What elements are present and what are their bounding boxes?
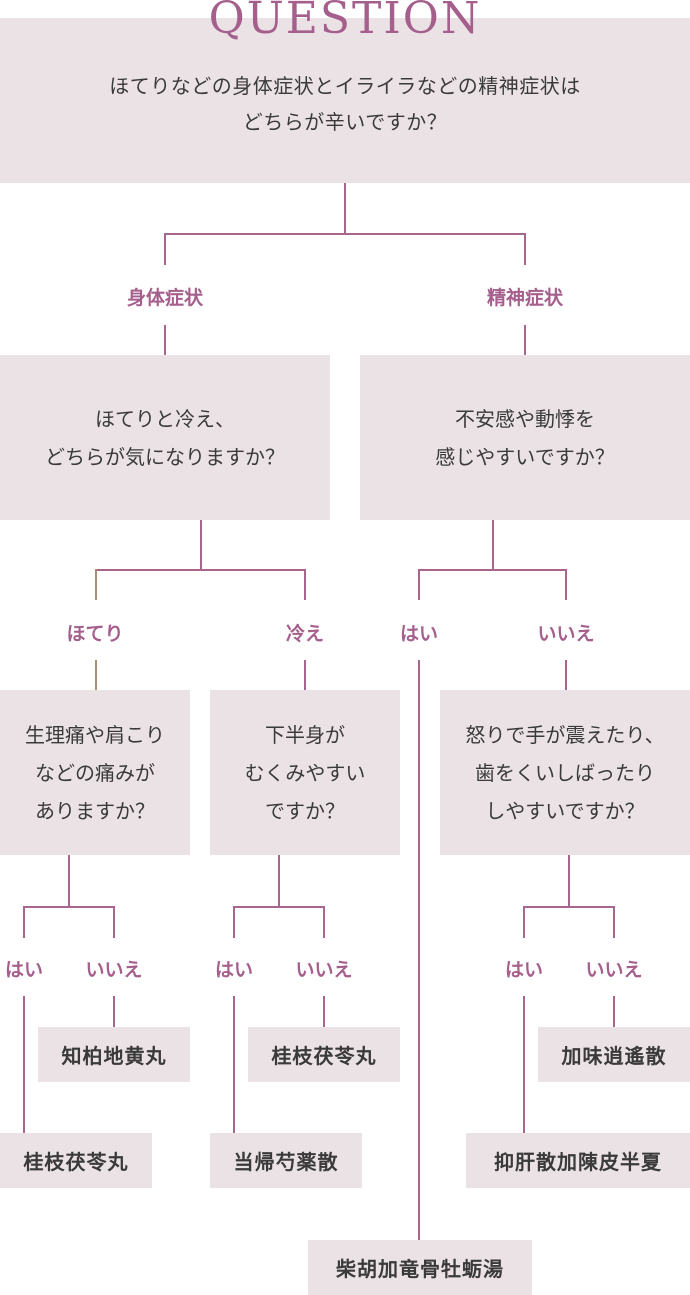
branch-label-no: いいえ (295, 959, 353, 981)
question-line: 感じやすいですか？ (435, 444, 615, 469)
question-box-swelling: 下半身が むくみやすい ですか？ (210, 690, 400, 855)
connector-line (233, 906, 325, 908)
connector-line (164, 325, 166, 355)
result-box-keishibukuryogan-hoteri: 桂枝茯苓丸 (0, 1133, 152, 1188)
branch-label-yes: はい (214, 959, 254, 981)
branch-label-no: いいえ (537, 623, 595, 645)
branch-label-hoteri: ほてり (66, 623, 124, 645)
branch-label-yes: はい (4, 959, 44, 981)
connector-line (613, 996, 615, 1027)
result-box-saikokaryukotsuboreito: 柴胡加竜骨牡蛎湯 (308, 1240, 532, 1295)
connector-line (568, 855, 570, 907)
connector-line (68, 855, 70, 907)
connector-line (524, 233, 526, 265)
question-line: 不安感や動悸を (455, 406, 595, 431)
branch-label-mental: 精神症状 (486, 287, 564, 309)
branch-label-physical: 身体症状 (126, 287, 204, 309)
question-line: ほてりと冷え、 (95, 406, 235, 431)
connector-line (23, 906, 115, 908)
question-line: などの痛みが (35, 760, 155, 785)
connector-line (565, 569, 567, 600)
connector-line (523, 906, 615, 908)
branch-label-yes: はい (399, 623, 439, 645)
connector-line (113, 996, 115, 1027)
branch-label-no: いいえ (85, 959, 143, 981)
connector-line (524, 325, 526, 355)
connector-line (418, 569, 420, 600)
connector-line (418, 660, 420, 1240)
question-box-anxiety: 不安感や動悸を 感じやすいですか？ (360, 355, 690, 520)
question-line: ですか？ (265, 798, 345, 823)
connector-line (304, 569, 306, 600)
connector-line (278, 855, 280, 907)
connector-line (23, 906, 25, 938)
connector-line (164, 233, 166, 265)
question-line: 怒りで手が震えたり、 (465, 722, 665, 747)
connector-line (323, 996, 325, 1027)
connector-line (164, 233, 526, 235)
connector-line (344, 183, 346, 234)
connector-line (523, 906, 525, 938)
root-question-box: ほてりなどの身体症状とイライラなどの精神症状は どちらが辛いですか？ (0, 18, 690, 183)
connector-line (613, 906, 615, 938)
question-box-pain: 生理痛や肩こり などの痛みが ありますか？ (0, 690, 190, 855)
question-line: 下半身が (265, 722, 345, 747)
connector-line (304, 660, 306, 690)
connector-line (233, 906, 235, 938)
result-box-chibakujiogan: 知柏地黄丸 (38, 1027, 190, 1082)
connector-line (95, 660, 97, 690)
question-heading: QUESTION (208, 0, 482, 44)
connector-line (523, 996, 525, 1133)
question-box-anger: 怒りで手が震えたり、 歯をくいしばったり しやすいですか？ (440, 690, 690, 855)
result-box-tokishakuyakusan: 当帰芍薬散 (210, 1133, 362, 1188)
connector-line (95, 569, 97, 600)
root-question-line: どちらが辛いですか？ (242, 109, 448, 134)
question-box-hot-cold: ほてりと冷え、 どちらが気になりますか？ (0, 355, 330, 520)
question-line: 歯をくいしばったり (474, 760, 655, 785)
connector-line (323, 906, 325, 938)
connector-line (492, 520, 494, 570)
branch-label-yes: はい (504, 959, 544, 981)
root-question-line: ほてりなどの身体症状とイライラなどの精神症状は (109, 73, 581, 98)
connector-line (200, 520, 202, 570)
question-line: ありますか？ (35, 798, 155, 823)
connector-line (418, 569, 567, 571)
connector-line (23, 996, 25, 1133)
result-box-keishibukuryogan-hie: 桂枝茯苓丸 (248, 1027, 400, 1082)
connector-line (113, 906, 115, 938)
connector-line (95, 569, 306, 571)
question-line: しやすいですか？ (485, 798, 645, 823)
result-box-kamishoyosan: 加味逍遙散 (538, 1027, 690, 1082)
branch-label-no: いいえ (585, 959, 643, 981)
connector-line (565, 660, 567, 690)
question-line: どちらが気になりますか？ (45, 444, 285, 469)
question-line: むくみやすい (244, 760, 366, 785)
branch-label-hie: 冷え (285, 623, 325, 645)
question-line: 生理痛や肩こり (25, 722, 165, 747)
result-box-yokukansankachinpihange: 抑肝散加陳皮半夏 (466, 1133, 690, 1188)
connector-line (233, 996, 235, 1133)
